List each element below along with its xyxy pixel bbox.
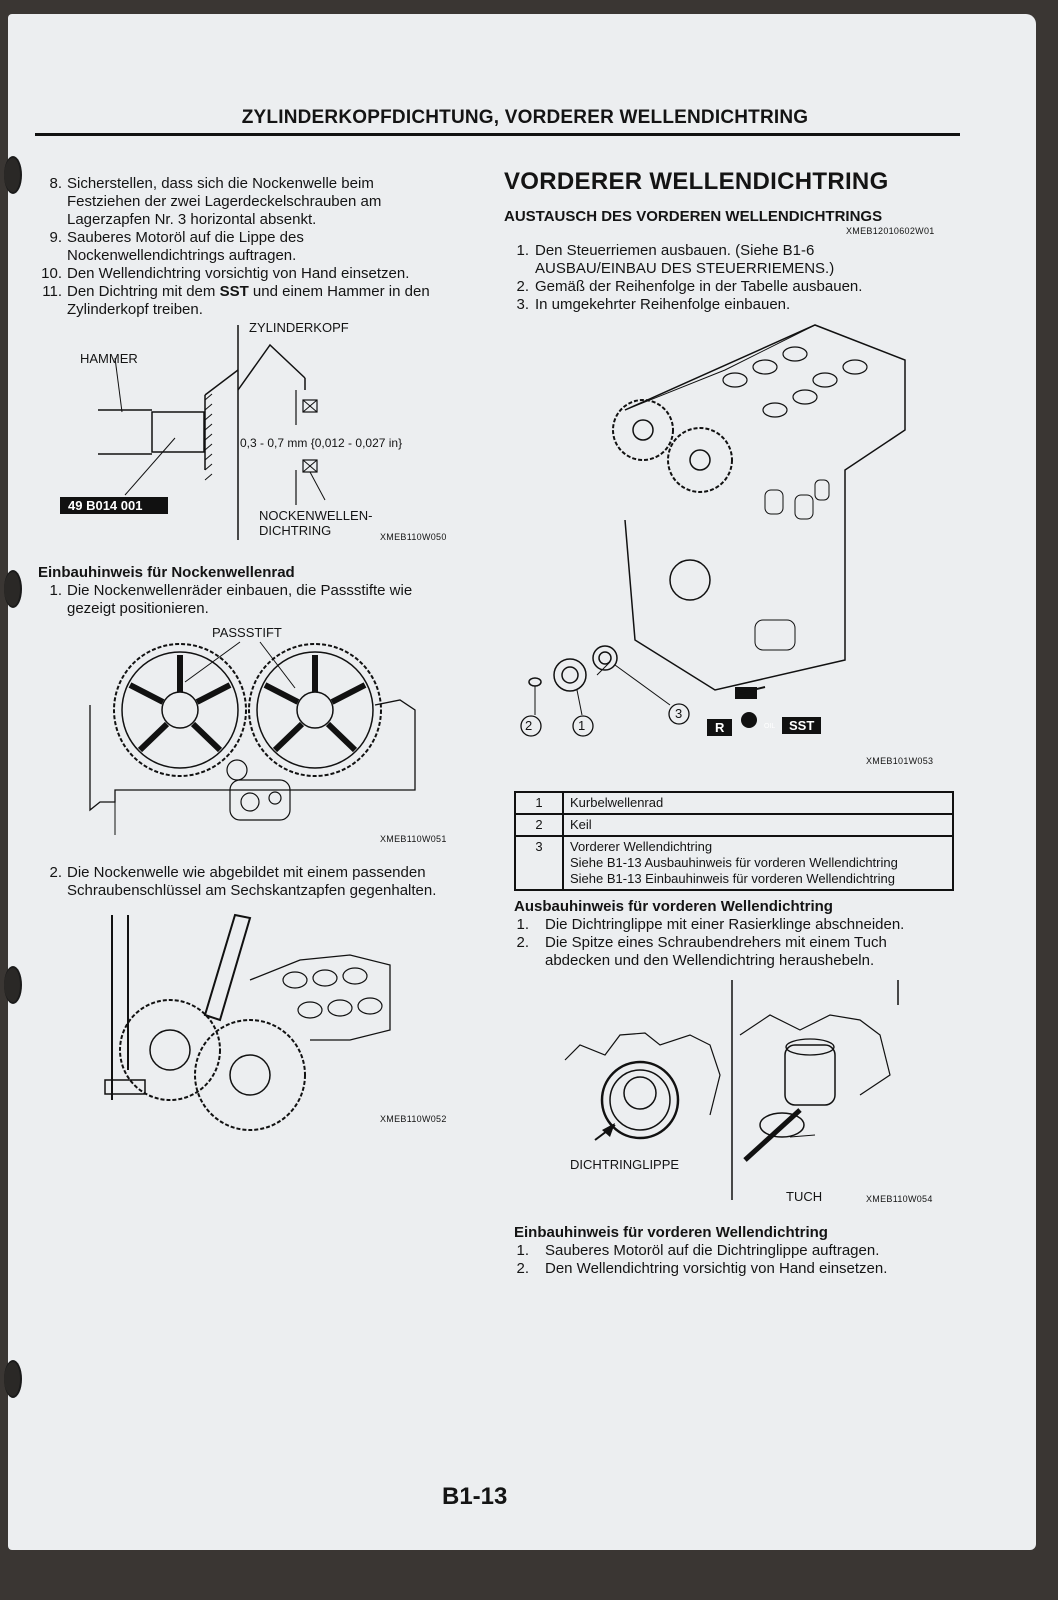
figure-code: XMEB110W052 [380, 1114, 447, 1124]
table-cell-text: Vorderer Wellendichtring Siehe B1-13 Aus… [562, 835, 954, 891]
step-text: Sicherstellen, dass sich die Nockenwelle… [67, 175, 374, 192]
parts-table: 1 Kurbelwellenrad 2 Keil 3 Vorderer Well… [514, 791, 954, 891]
engine-exploded-figure [515, 320, 935, 750]
step-text: Sauberes Motoröl auf die Lippe des [67, 229, 304, 246]
step-text: Nockenwellendichtrings auftragen. [67, 247, 297, 264]
step-text: Die Nockenwellenräder einbauen, die Pass… [67, 582, 413, 599]
figure-code: XMEB110W050 [380, 532, 447, 542]
tag-sst: SST [782, 717, 822, 734]
step-text: Gemäß der Reihenfolge in der Tabelle aus… [535, 278, 863, 295]
step-text: abdecken und den Wellendichtring heraush… [545, 952, 875, 969]
step-text: Die Nockenwelle wie abgebildet mit einem… [67, 864, 426, 881]
table-row: 1 Kurbelwellenrad [514, 791, 954, 815]
step-number: 1. [516, 916, 529, 933]
tool-number-tag: 49 B014 001 [60, 497, 168, 514]
binder-hole [4, 156, 22, 194]
step-text: gezeigt positionieren. [67, 600, 209, 617]
step-text: Den Wellendichtring vorsichtig von Hand … [545, 1260, 888, 1277]
seal-removal-figure [560, 975, 905, 1205]
step-number: 2. [516, 278, 529, 295]
wrench-holding-figure [100, 910, 400, 1140]
step-number: 10. [41, 265, 62, 282]
binder-hole [4, 570, 22, 608]
step-text: Die Spitze eines Schraubendrehers mit ei… [545, 934, 887, 951]
binder-hole [4, 1360, 22, 1398]
camshaft-gears-figure [85, 630, 420, 845]
label-tuch: TUCH [786, 1189, 823, 1204]
step-number: 1. [516, 1242, 529, 1259]
section-title: Einbauhinweis für vorderen Wellendichtri… [514, 1224, 828, 1241]
table-cell-num: 3 [514, 835, 564, 891]
callout-3: 3 [675, 706, 683, 721]
callout-2: 2 [525, 718, 533, 733]
step-text: Zylinderkopf treiben. [67, 301, 203, 318]
table-cell-text: Kurbelwellenrad [562, 791, 954, 815]
step-text: Lagerzapfen Nr. 3 horizontal absenkt. [67, 211, 317, 228]
step-number: 3. [516, 296, 529, 313]
step-text: Sauberes Motoröl auf die Dichtringlippe … [545, 1242, 880, 1259]
table-cell-text: Keil [562, 813, 954, 837]
figure-code: XMEB101W053 [866, 756, 934, 766]
step-number: 8. [49, 175, 62, 192]
label-seal: NOCKENWELLEN- [259, 508, 373, 523]
step-number: 1. [516, 242, 529, 259]
figure-code: XMEB110W051 [380, 834, 447, 844]
step-number: 2. [49, 864, 62, 881]
header-rule [35, 133, 960, 136]
step-number: 2. [516, 934, 529, 951]
right-section-title: VORDERER WELLENDICHTRING [504, 168, 889, 195]
step-text: Festziehen der zwei Lagerdeckelschrauben… [67, 193, 382, 210]
oil-label: OIL [764, 723, 776, 730]
step-text: Den Steuerriemen ausbauen. (Siehe B1-6 [535, 242, 815, 259]
tag-r: R [707, 719, 733, 736]
step-text: Die Dichtringlippe mit einer Rasierkling… [545, 916, 905, 933]
reference-code: XMEB12010602W01 [846, 226, 935, 236]
label-zylinderkopf: ZYLINDERKOPF [249, 320, 349, 335]
table-cell-num: 1 [514, 791, 564, 815]
label-passstift: PASSSTIFT [212, 625, 282, 640]
seal-driver-figure [60, 320, 480, 550]
step-number: 2. [516, 1260, 529, 1277]
figure-code: XMEB110W054 [866, 1194, 933, 1204]
step-number: 9. [49, 229, 62, 246]
callout-1: 1 [578, 718, 586, 733]
table-row: 3 Vorderer Wellendichtring Siehe B1-13 A… [514, 835, 954, 891]
table-row: 2 Keil [514, 813, 954, 837]
step-text: In umgekehrter Reihenfolge einbauen. [535, 296, 791, 313]
page-header-title: ZYLINDERKOPFDICHTUNG, VORDERER WELLENDIC… [241, 107, 809, 128]
label-seal: DICHTRING [259, 523, 332, 538]
step-text: AUSBAU/EINBAU DES STEUERRIEMENS.) [535, 260, 835, 277]
section-title: Einbauhinweis für Nockenwellenrad [38, 564, 295, 581]
step-text: Den Wellendichtring vorsichtig von Hand … [67, 265, 410, 282]
binder-hole [4, 966, 22, 1004]
step-number: 11. [42, 283, 62, 300]
section-title: Ausbauhinweis für vorderen Wellendichtri… [514, 898, 833, 915]
step-text: Schraubenschlüssel am Sechskantzapfen ge… [67, 882, 437, 899]
label-gap: 0,3 - 0,7 mm {0,012 - 0,027 in} [240, 436, 403, 450]
label-dichtringlippe: DICHTRINGLIPPE [570, 1157, 680, 1172]
table-cell-num: 2 [514, 813, 564, 837]
right-subtitle: AUSTAUSCH DES VORDEREN WELLENDICHTRINGS [504, 208, 883, 225]
step-number: 1. [49, 582, 62, 599]
step-text: Den Dichtring mit dem SST und einem Hamm… [67, 283, 430, 300]
manual-page [4, 14, 1036, 1550]
label-hammer: HAMMER [80, 351, 138, 366]
page-number: B1-13 [442, 1483, 508, 1510]
